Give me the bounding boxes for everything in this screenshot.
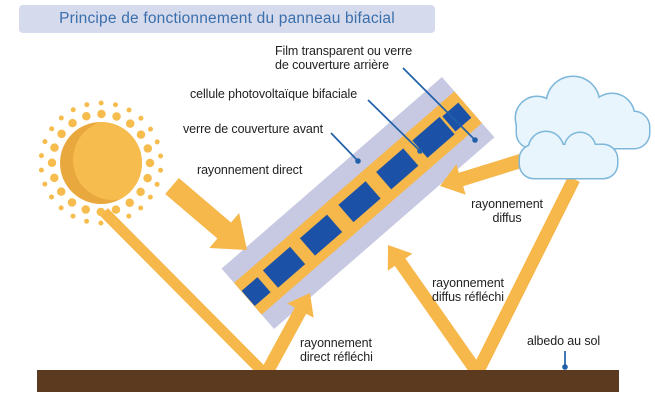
pv-cell xyxy=(442,102,472,132)
label-diffuse-line1: rayonnement xyxy=(471,197,543,211)
direct-radiation-arrow xyxy=(165,178,247,250)
reflected-diffuse-arrow xyxy=(387,245,483,376)
label-ground-albedo: albedo au sol xyxy=(527,334,601,348)
label-back-cover: Film transparent ou verre de couverture … xyxy=(275,44,412,72)
sun-to-ground-ray xyxy=(100,208,268,377)
bifacial-solar-panel xyxy=(221,77,495,329)
label-reflected-diffuse-line2: diffus réfléchi xyxy=(432,290,504,304)
label-reflected-diffuse: rayonnement diffus réfléchi xyxy=(408,276,528,304)
pv-cell xyxy=(376,148,419,190)
pv-cell xyxy=(241,277,271,307)
leader-lines xyxy=(330,67,568,370)
radiation-arrows xyxy=(100,143,580,378)
sun-icon xyxy=(38,100,164,226)
cloud-icon xyxy=(514,75,651,180)
pv-cell xyxy=(299,214,343,256)
reflected-direct-arrow xyxy=(260,293,314,378)
label-front-cover: verre de couverture avant xyxy=(183,122,323,136)
label-diffuse-line2: diffus xyxy=(492,211,522,225)
label-reflected-direct: rayonnement direct réfléchi xyxy=(300,336,373,364)
pv-cell xyxy=(338,181,381,223)
label-reflected-direct-line2: direct réfléchi xyxy=(300,350,373,364)
label-bifacial-cell: cellule photovoltaïque bifaciale xyxy=(190,87,358,101)
pv-cell xyxy=(412,116,455,158)
label-diffuse-radiation: rayonnement diffus xyxy=(457,197,557,225)
label-back-cover-line2: de couverture arrière xyxy=(275,58,389,72)
label-back-cover-line1: Film transparent ou verre xyxy=(275,44,413,58)
diagram-title: Principe de fonctionnement du panneau bi… xyxy=(19,5,435,33)
pv-cell xyxy=(262,246,306,288)
ground-bar xyxy=(37,370,619,392)
label-reflected-direct-line1: rayonnement xyxy=(300,336,372,350)
label-reflected-diffuse-line1: rayonnement xyxy=(432,276,504,290)
label-direct-radiation: rayonnement direct xyxy=(197,163,303,177)
cloud-to-ground-ray xyxy=(472,176,580,374)
